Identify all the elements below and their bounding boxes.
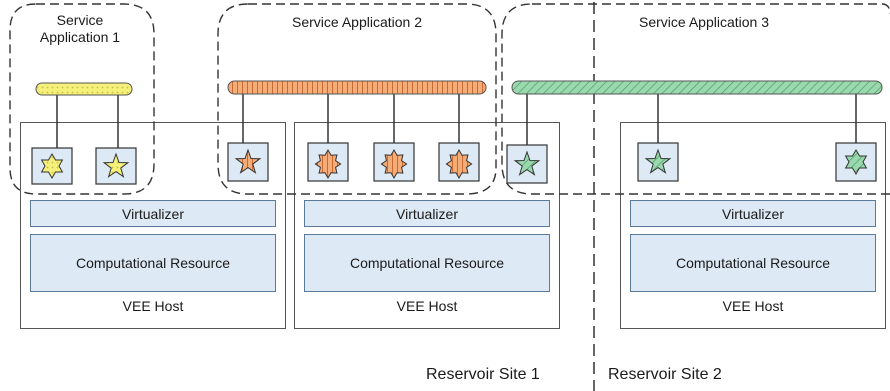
star-icon (844, 149, 868, 175)
vee-host-label: VEE Host (396, 298, 458, 314)
star-icon (445, 148, 473, 180)
app3-boundary (501, 3, 890, 195)
star-icon (102, 152, 130, 178)
virtualizer-box: Virtualizer (30, 200, 276, 227)
vee-host-label: VEE Host (722, 298, 784, 314)
computational-resource-box: Computational Resource (30, 234, 276, 292)
star-icon (644, 148, 672, 174)
star-icon (513, 150, 541, 176)
virtualizer-box: Virtualizer (304, 200, 550, 227)
app1-bus (35, 82, 133, 96)
service-application-3-group (506, 80, 883, 184)
service-application-1-title: Service Application 1 (39, 12, 121, 45)
computational-resource-box: Computational Resource (304, 234, 550, 292)
vee-host-label: VEE Host (122, 298, 184, 314)
service-application-1-group (31, 82, 137, 185)
service-application-2-title: Service Application 2 (292, 14, 422, 30)
app2-bus (227, 80, 487, 95)
star-icon (234, 148, 262, 174)
reservoir-site-1-label: Reservoir Site 1 (426, 366, 540, 383)
service-application-2-group (227, 80, 487, 182)
app3-bus (511, 80, 883, 95)
reservoir-site-2-label: Reservoir Site 2 (608, 366, 722, 383)
star-icon (314, 148, 342, 180)
service-application-3-title: Service Application 3 (639, 14, 769, 30)
computational-resource-box: Computational Resource (630, 234, 876, 292)
app1-boundary (9, 3, 155, 195)
star-icon (380, 148, 408, 180)
virtualizer-box: Virtualizer (630, 200, 876, 227)
star-icon (40, 153, 64, 179)
